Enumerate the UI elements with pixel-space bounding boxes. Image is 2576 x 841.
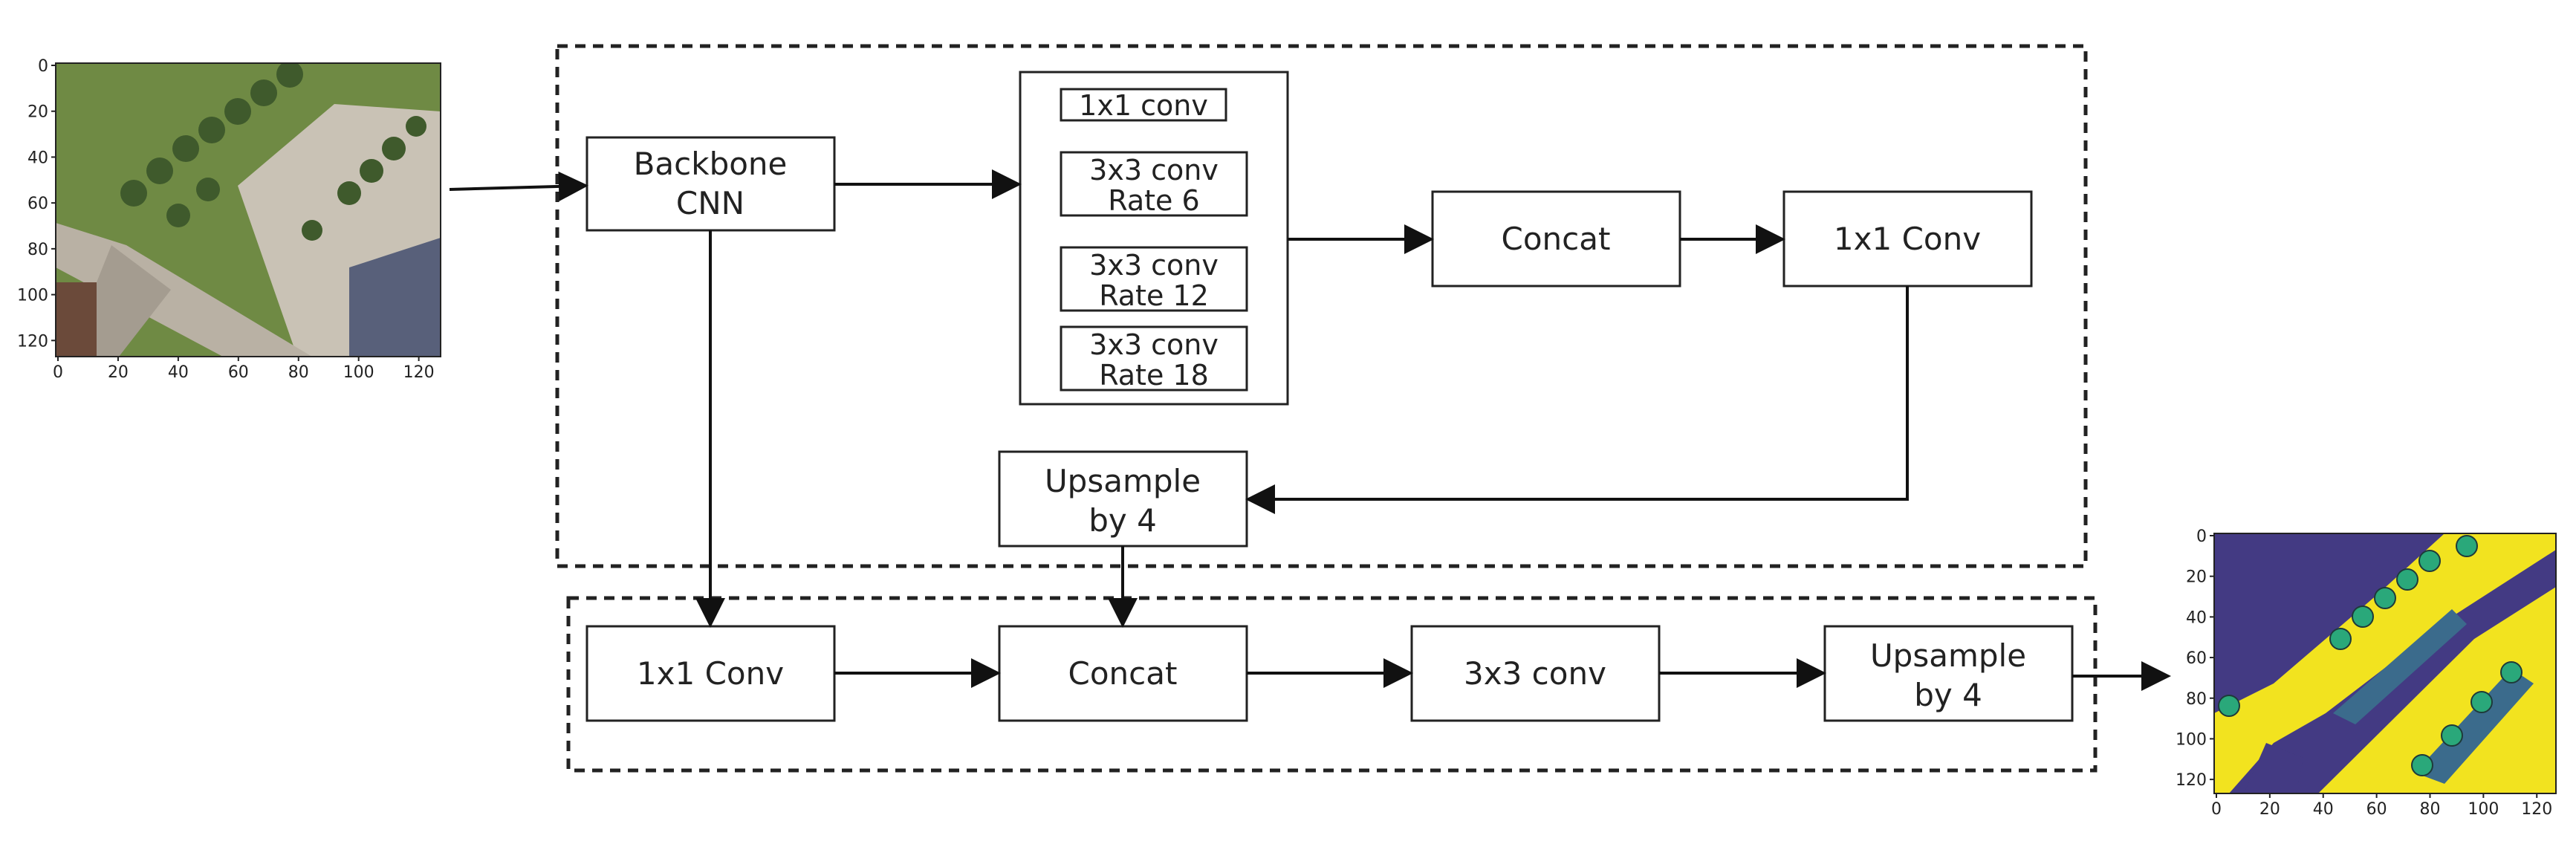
decoder-concat-label: Concat (1068, 655, 1178, 692)
roof-building (349, 238, 441, 357)
encoder-concat-label: Concat (1502, 221, 1611, 257)
tree-row (120, 63, 426, 241)
aspp-rate18-line2: Rate 18 (1099, 359, 1209, 392)
aspp-rate12-line1: 3x3 conv (1089, 249, 1219, 282)
decoder-1x1-conv-block: 1x1 Conv (585, 625, 836, 722)
output-x-tick-20: 20 (2259, 800, 2280, 819)
output-x-tick-80: 80 (2420, 800, 2441, 819)
input-y-tick-60: 60 (27, 195, 48, 213)
input-y-tick-80: 80 (27, 241, 48, 259)
output-y-ticks: 0 20 40 60 80 100 120 (2176, 527, 2214, 790)
output-y-tick-100: 100 (2176, 730, 2207, 749)
arrow-conv-to-upsample (1245, 286, 1909, 514)
output-y-tick-0: 0 (2196, 527, 2207, 546)
decoder-upsample-block: Upsample by 4 (1823, 625, 2074, 722)
output-x-tick-120: 120 (2521, 800, 2552, 819)
input-y-tick-100: 100 (17, 287, 48, 305)
output-y-tick-80: 80 (2186, 690, 2207, 709)
input-x-tick-40: 40 (168, 363, 189, 382)
decoder-upsample-line1: Upsample (1870, 637, 2026, 674)
decoder-3x3-conv-block: 3x3 conv (1410, 625, 1661, 722)
encoder-upsample-line1: Upsample (1045, 463, 1201, 499)
output-y-tick-60: 60 (2186, 649, 2207, 668)
mask-building-row-2 (2415, 669, 2534, 784)
encoder-frame (555, 44, 2088, 568)
input-aerial-image (55, 62, 441, 357)
output-y-tick-40: 40 (2186, 608, 2207, 627)
aspp-rate12-conv: 3x3 conv Rate 12 (1060, 246, 1248, 312)
output-x-tick-40: 40 (2313, 800, 2334, 819)
arrow-input-to-backbone (449, 171, 588, 201)
mask-background-patch (2244, 743, 2303, 793)
decoder-3x3-label: 3x3 conv (1464, 655, 1606, 692)
input-x-tick-120: 120 (403, 363, 435, 382)
backbone-label-line2: CNN (676, 185, 744, 221)
output-y-tick-20: 20 (2186, 568, 2207, 587)
input-image-frame (55, 62, 441, 357)
output-x-ticks: 0 20 40 60 80 100 120 (2211, 793, 2552, 819)
output-image-frame (2213, 533, 2557, 794)
input-y-tick-120: 120 (17, 332, 48, 351)
decoder-frame (566, 596, 2098, 773)
input-y-tick-0: 0 (38, 57, 48, 76)
connection-arrows (449, 169, 2171, 691)
aspp-block: 1x1 conv 3x3 conv Rate 6 3x3 conv Rate 1… (1019, 71, 1289, 406)
input-x-tick-60: 60 (228, 363, 249, 382)
decoder-upsample-line2: by 4 (1914, 677, 1982, 713)
output-x-tick-60: 60 (2366, 800, 2387, 819)
aspp-rate6-line2: Rate 6 (1108, 184, 1199, 217)
decoder-conv-label: 1x1 Conv (637, 655, 784, 692)
aspp-rate18-conv: 3x3 conv Rate 18 (1060, 325, 1248, 392)
input-x-tick-0: 0 (53, 363, 63, 382)
roof-building-2 (56, 282, 97, 357)
aspp-rate6-line1: 3x3 conv (1089, 154, 1219, 186)
aspp-rate6-conv: 3x3 conv Rate 6 (1060, 151, 1248, 217)
encoder-concat-block: Concat (1431, 190, 1681, 288)
backbone-label-line1: Backbone (634, 146, 788, 182)
input-x-ticks: 0 20 40 60 80 100 120 (53, 357, 435, 382)
encoder-upsample-line2: by 4 (1089, 502, 1157, 539)
aspp-1x1-conv: 1x1 conv (1060, 88, 1227, 122)
aspp-rate12-line2: Rate 12 (1099, 279, 1209, 312)
aspp-1x1-label: 1x1 conv (1079, 89, 1208, 122)
output-segmentation-mask (2213, 533, 2557, 794)
backbone-cnn-block: Backbone CNN (585, 136, 836, 232)
input-y-tick-40: 40 (27, 149, 48, 167)
output-y-tick-120: 120 (2176, 771, 2207, 790)
input-x-tick-80: 80 (288, 363, 309, 382)
encoder-conv-label: 1x1 Conv (1834, 221, 1981, 257)
input-x-tick-20: 20 (108, 363, 129, 382)
output-x-tick-100: 100 (2468, 800, 2499, 819)
input-y-ticks: 0 20 40 60 80 100 120 (17, 57, 56, 351)
output-x-tick-0: 0 (2211, 800, 2222, 819)
encoder-upsample-block: Upsample by 4 (998, 450, 1248, 548)
aspp-rate18-line1: 3x3 conv (1089, 328, 1219, 361)
encoder-1x1-conv-block: 1x1 Conv (1782, 190, 2033, 288)
decoder-concat-block: Concat (998, 625, 1248, 722)
input-x-tick-100: 100 (343, 363, 374, 382)
mask-tree-cluster (2218, 535, 2523, 776)
input-y-tick-20: 20 (27, 103, 48, 122)
mask-building-row (2333, 609, 2467, 724)
